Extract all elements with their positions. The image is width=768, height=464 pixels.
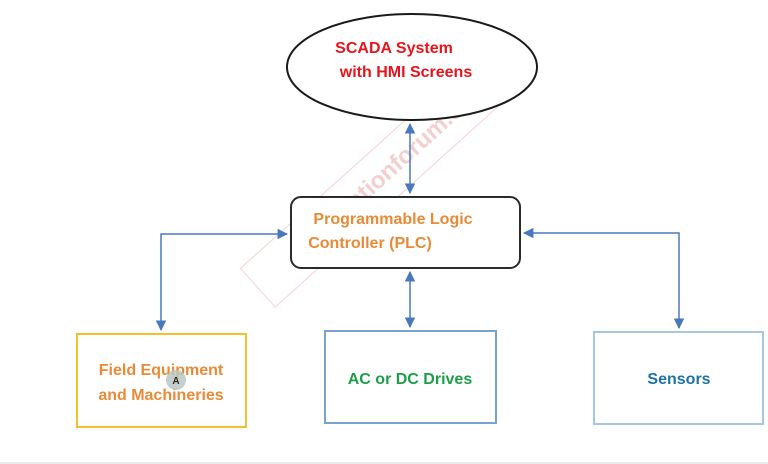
plc-node: Programmable Logic Controller (PLC) (290, 196, 521, 269)
cursor-badge-letter: A (172, 376, 179, 387)
sensors-box (593, 331, 764, 425)
drives-node: AC or DC Drives (324, 330, 497, 424)
sensors-node: Sensors (593, 331, 764, 425)
field-equipment-label-line2: and Machineries (98, 387, 223, 404)
sensors-label: Sensors (647, 371, 710, 388)
scada-node: SCADA System with HMI Screens (286, 13, 538, 121)
scada-label-line1: SCADA System (335, 40, 453, 57)
connectors (155, 122, 685, 332)
cursor-circle (166, 370, 186, 390)
scada-ellipse (286, 13, 538, 121)
drives-label: AC or DC Drives (348, 371, 473, 388)
drives-box (324, 330, 497, 424)
scada-label-line2: with HMI Screens (339, 64, 473, 81)
field-equipment-node: Field Equipment and Machineries (76, 333, 247, 428)
cursor-badge: A (166, 370, 186, 390)
field-equipment-label-line1: Field Equipment (99, 362, 224, 379)
plc-sensors-arrow (522, 227, 685, 330)
plc-field-arrow (155, 228, 289, 332)
plc-label-line2: Controller (PLC) (308, 235, 432, 252)
plc-box (290, 196, 521, 269)
plc-label-line1: Programmable Logic (313, 211, 472, 228)
field-equipment-box (76, 333, 247, 428)
bottom-divider (0, 462, 768, 464)
